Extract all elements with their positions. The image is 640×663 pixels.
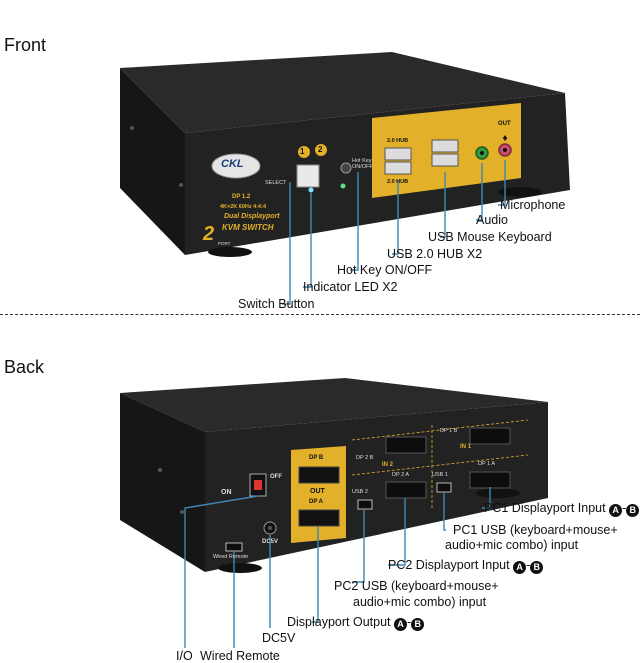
back-out-text: OUT (310, 488, 325, 495)
badge-a-icon: A (513, 561, 527, 574)
hub-bottom-text: 2.0 HUB (387, 179, 409, 185)
badge-a-icon: A (394, 618, 408, 631)
callout-lines (184, 160, 506, 648)
model-text-1: Dual Displayport (224, 213, 280, 220)
label-io: I/O (176, 649, 193, 663)
back-usb1-text: USB 1 (432, 472, 448, 478)
label-pc2-usb-line2: audio+mic combo) input (353, 595, 487, 609)
label-dp-output-text: Displayport Output (287, 615, 391, 629)
label-wired-remote: Wired Remote (200, 649, 280, 663)
badge-dash: - (407, 615, 412, 629)
back-off-text: OFF (270, 474, 282, 480)
label-dc5v: DC5V (262, 631, 296, 645)
label-pc1-displayport: PC1 Displayport Input A-B (484, 501, 640, 517)
badge-a-icon: A (609, 504, 623, 517)
spec-res-text: 4K×2K 60Hz 4:4:4 (220, 204, 267, 210)
svg-text:♦: ♦ (502, 133, 507, 144)
back-device (120, 378, 548, 573)
label-usb-mouse-keyboard: USB Mouse Keyboard (428, 230, 552, 244)
back-on-text: ON (221, 489, 232, 496)
badge-b-icon: B (411, 618, 425, 631)
back-section-title: Back (4, 357, 45, 377)
back-dpb-text: DP B (309, 455, 324, 461)
back-in2-text: IN 2 (382, 462, 394, 468)
model-text-2: KVM SWITCH (222, 223, 274, 232)
spec-dp-text: DP 1.2 (232, 194, 251, 200)
label-displayport-output: Displayport Output A-B (287, 615, 425, 631)
label-pc2-displayport: PC2 Displayport Input A-B (388, 558, 544, 574)
back-dp2b-text: DP 2 B (356, 455, 374, 461)
badge-dash: - (622, 501, 627, 515)
label-pc1-dp-text: PC1 Displayport Input (484, 501, 606, 515)
hub-top-text: 2.0 HUB (387, 138, 409, 144)
label-switch-button: Switch Button (238, 297, 315, 311)
label-hotkey: Hot Key ON/OFF (337, 263, 433, 277)
hotkey-text: Hot Key ON/OFF (352, 158, 373, 170)
back-dp1a-text: DP 1 A (478, 461, 496, 467)
front-out-text: OUT (498, 121, 511, 127)
back-dp2a-text: DP 2 A (392, 472, 410, 478)
back-dp1b-text: DP 1 B (440, 428, 458, 434)
section-divider (0, 314, 640, 315)
port-number-1: 1 (300, 147, 305, 156)
label-pc1-usb-line1: PC1 USB (keyboard+mouse+ (453, 523, 618, 537)
port-word: PORT (218, 241, 231, 246)
label-pc2-dp-text: PC2 Displayport Input (388, 558, 510, 572)
front-section-title: Front (4, 35, 47, 55)
label-pc1-usb-line2: audio+mic combo) input (445, 538, 579, 552)
label-indicator-led: Indicator LED X2 (303, 280, 398, 294)
front-device: ♦ (120, 52, 570, 257)
label-audio: Audio (476, 213, 508, 227)
port-number-2: 2 (318, 145, 323, 154)
label-usb-hub: USB 2.0 HUB X2 (387, 247, 483, 261)
badge-dash: - (526, 558, 531, 572)
select-text: SELECT (265, 180, 287, 186)
label-microphone: Microphone (500, 198, 566, 212)
badge-b-icon: B (530, 561, 544, 574)
badge-b-icon: B (626, 504, 640, 517)
back-dc5v-text: DC5V (262, 539, 279, 545)
big-two: 2 (203, 223, 215, 245)
back-wired-text: Wired Remote (213, 554, 249, 560)
brand-logo: CKL (221, 158, 244, 170)
back-usb2-text: USB 2 (352, 489, 368, 495)
back-in1-text: IN 1 (460, 444, 472, 450)
label-pc2-usb-line1: PC2 USB (keyboard+mouse+ (334, 579, 499, 593)
back-dpa-text: DP A (309, 499, 324, 505)
